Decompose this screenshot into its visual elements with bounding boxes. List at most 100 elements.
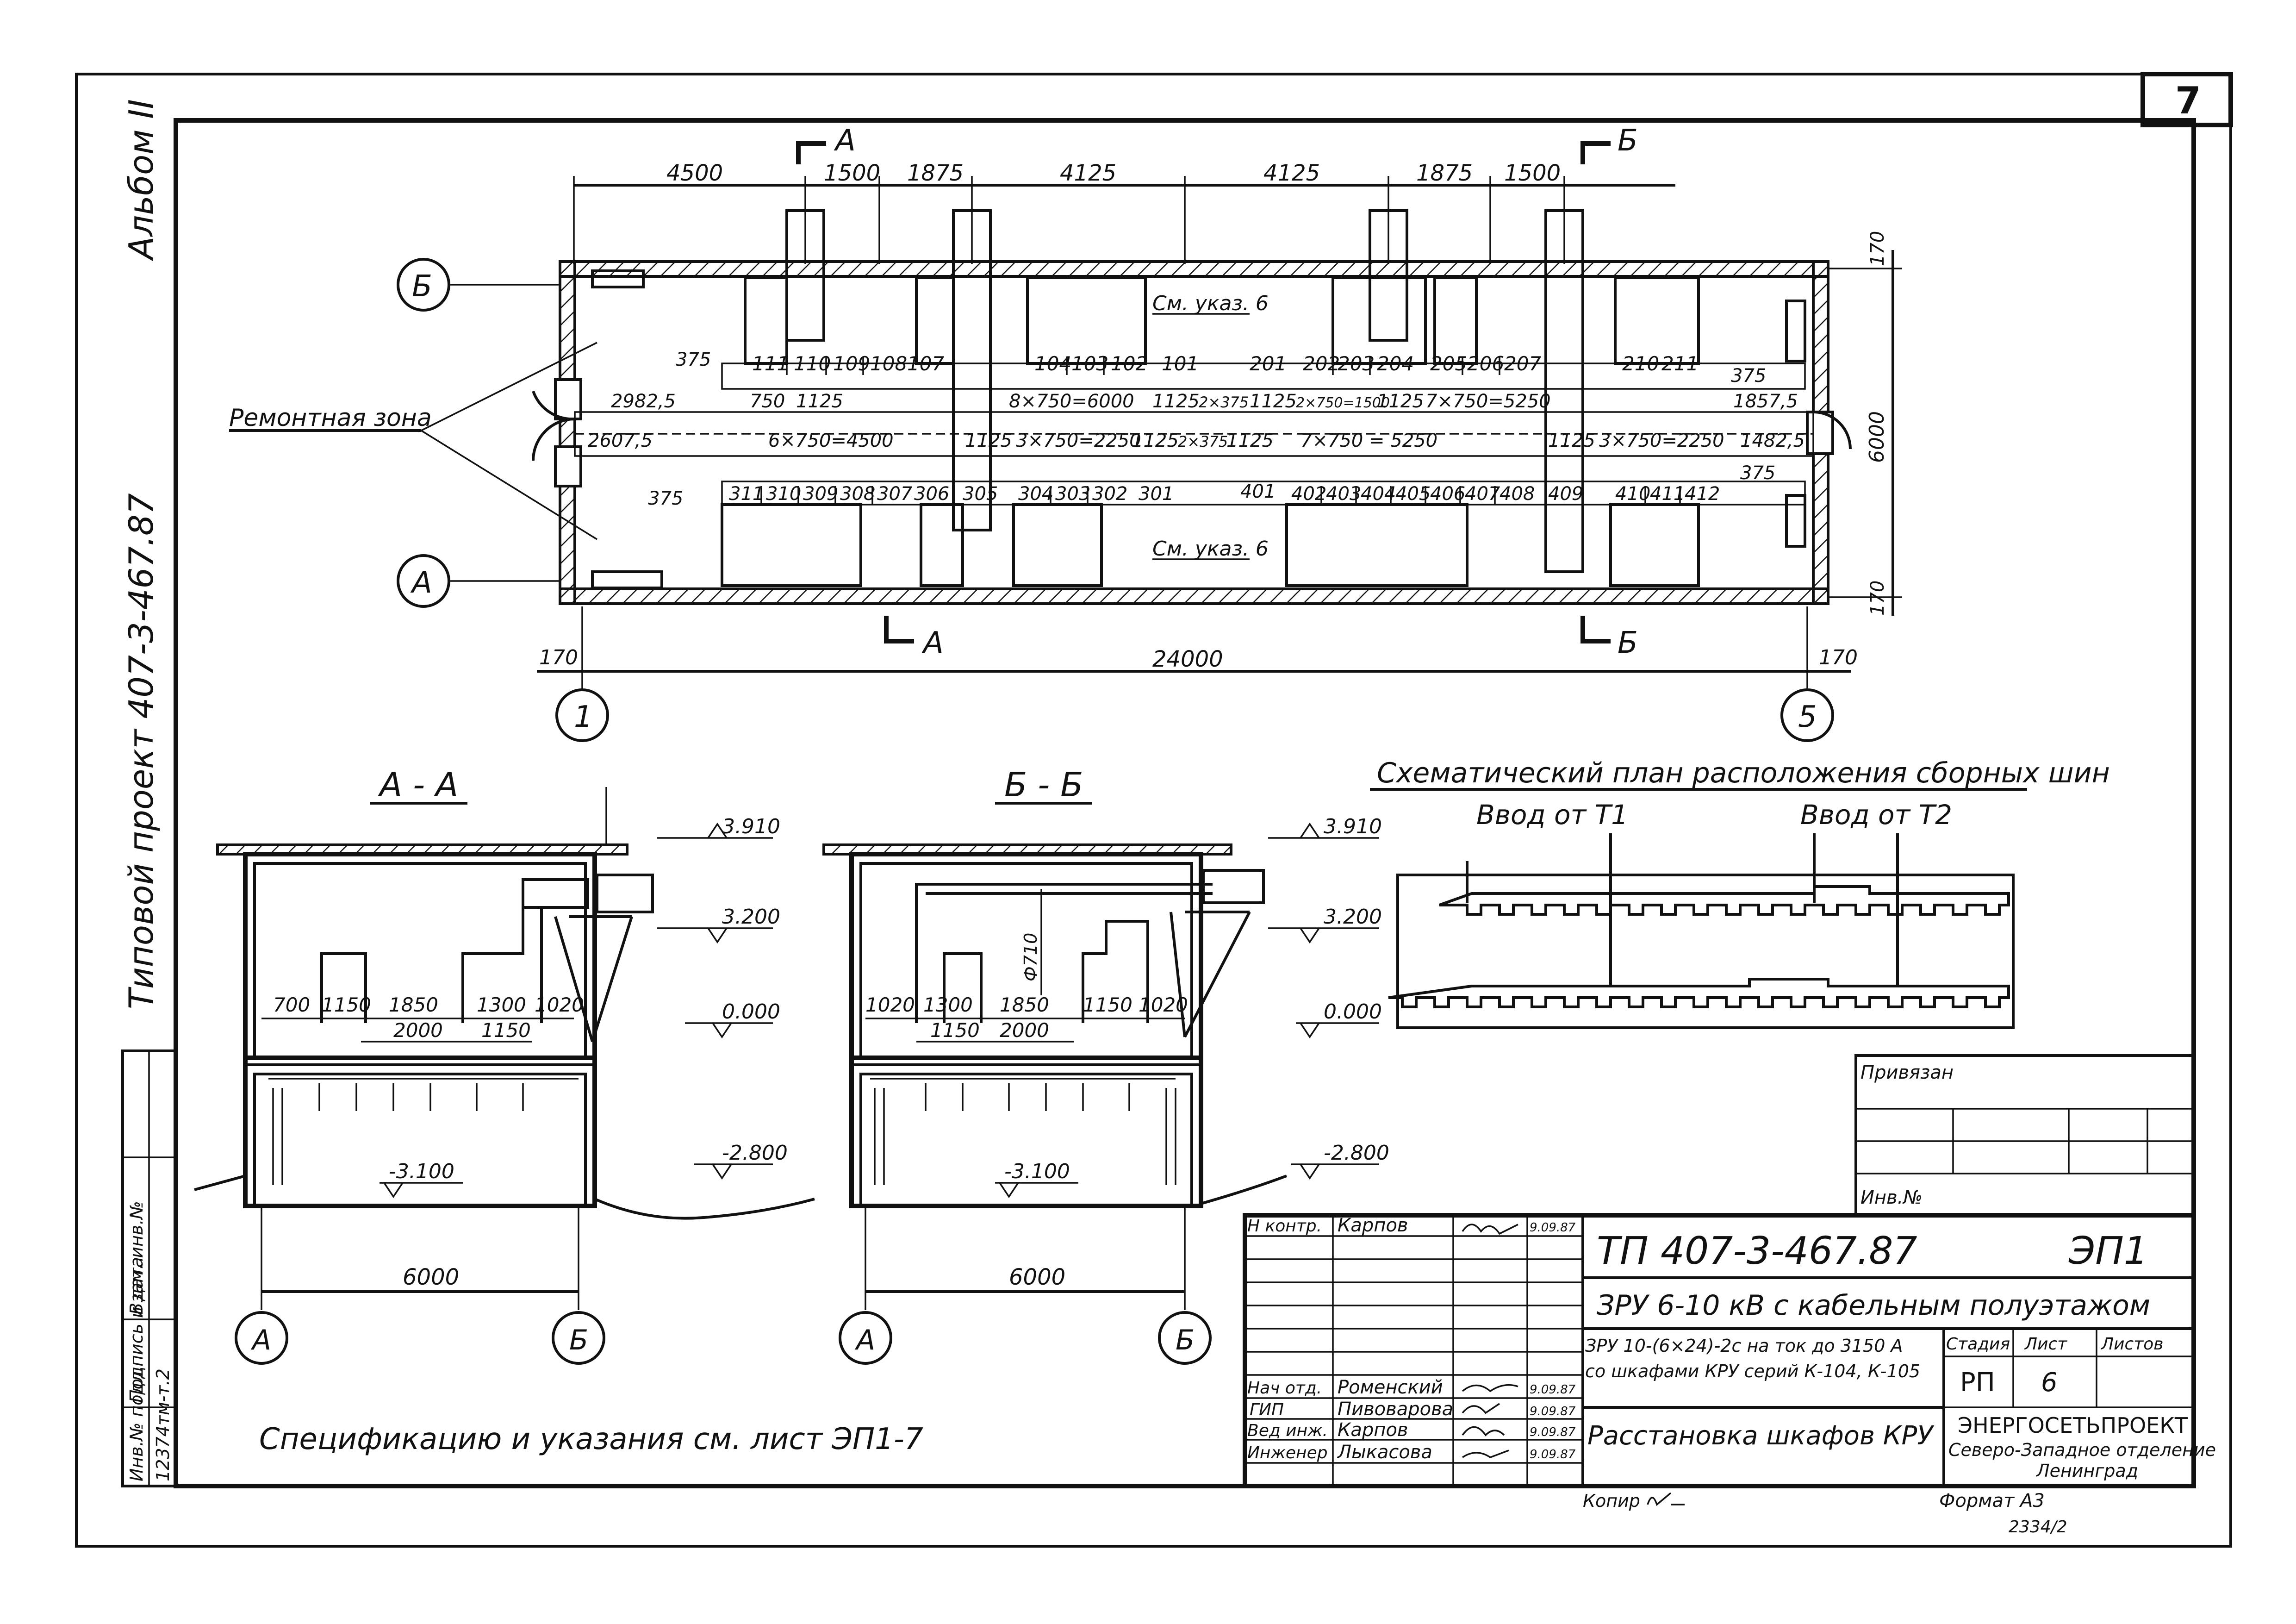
aa-dim-1020: 1020 xyxy=(535,993,584,1016)
row2-dim-3x750r: 3×750=2250 xyxy=(1599,430,1724,451)
name-vedinzh: Карпов xyxy=(1338,1419,1408,1441)
spec-note: Спецификацию и указания см. лист ЭП1-7 xyxy=(259,1422,923,1456)
repair-zone-label: Ремонтная зона xyxy=(229,404,432,432)
cab-308: 308 xyxy=(840,483,875,505)
bb-axis-right: Б xyxy=(1176,1324,1195,1356)
section-mark-a-bottom: А xyxy=(921,626,944,660)
row2-dim-3x750: 3×750=2250 xyxy=(1016,430,1141,451)
cab-108: 108 xyxy=(870,352,907,375)
top-dim-1500b: 1500 xyxy=(1504,160,1561,186)
bottom-dim-left: 170 xyxy=(539,646,578,669)
stamp-stage: РП xyxy=(1960,1368,1995,1398)
stamp-org2: Северо-Западное отделение xyxy=(1948,1440,2216,1460)
section-mark-a-top: А xyxy=(834,124,856,158)
strip-replace-label: Взам. инв.№ xyxy=(126,1201,147,1315)
cab-409: 409 xyxy=(1548,483,1583,505)
footer-format: Формат А3 xyxy=(1939,1490,2045,1512)
cab-412: 412 xyxy=(1685,483,1720,505)
cab-101: 101 xyxy=(1162,352,1199,375)
bottom-dim-total: 24000 xyxy=(1152,646,1223,672)
aa-axis-left-bubble xyxy=(235,1311,288,1365)
bb-level-m2800: -2.800 xyxy=(1324,1141,1389,1165)
name-inzhener: Лыкасова xyxy=(1337,1442,1432,1463)
right-dim-6000: 6000 xyxy=(1865,411,1889,463)
stamp-inv-no: Инв.№ xyxy=(1860,1187,1923,1208)
axis-label-5: 5 xyxy=(1798,700,1817,734)
busbar-input2: Ввод от Т2 xyxy=(1800,799,1952,831)
row1-dim-2982: 2982,5 xyxy=(611,391,676,412)
section-aa: А - А 7 xyxy=(194,765,815,1365)
aa-axis-right-bubble xyxy=(552,1311,605,1365)
cab-202: 202 xyxy=(1303,352,1340,375)
row1-dim-1125c: 1125 xyxy=(1250,391,1297,412)
cab-204: 204 xyxy=(1377,352,1414,375)
cab-206: 206 xyxy=(1467,352,1504,375)
cab-310: 310 xyxy=(766,483,801,505)
title-block: Привязан Инв.№ Н контр xyxy=(1243,1054,2216,1488)
stamp-code: ТП 407-3-467.87 xyxy=(1597,1229,1917,1273)
bb-axis-left-bubble xyxy=(839,1311,892,1365)
name-nachotd: Роменский xyxy=(1338,1377,1443,1398)
bb-dim-1020b: 1020 xyxy=(1139,993,1188,1016)
aa-level-m2800: -2.800 xyxy=(722,1141,788,1165)
row1-dim-7x750: 7×750=5250 xyxy=(1425,391,1551,412)
bb-dim-1020a: 1020 xyxy=(865,993,915,1016)
stamp-privyazan: Привязан xyxy=(1860,1062,1954,1083)
cab-301: 301 xyxy=(1139,483,1174,505)
row1-dim-1857: 1857,5 xyxy=(1733,391,1798,412)
row2-dim-2x375: 2×375 xyxy=(1178,433,1228,450)
floor-plan: 111 110 109 108 107 104 103 102 101 201 … xyxy=(229,124,1902,742)
wall-bottom xyxy=(559,587,1829,605)
aa-level-3910: 3.910 xyxy=(722,815,780,838)
wall-left xyxy=(559,260,576,605)
stamp-org1: ЭНЕРГОСЕТЬПРОЕКТ xyxy=(1958,1413,2188,1438)
row1-dim-375r: 375 xyxy=(1731,365,1766,387)
row2-dim-1482: 1482,5 xyxy=(1740,430,1805,451)
cab-102: 102 xyxy=(1111,352,1148,375)
bb-dim-2000: 2000 xyxy=(1000,1019,1049,1042)
aa-width: 6000 xyxy=(403,1264,459,1290)
cab-306: 306 xyxy=(914,483,949,505)
axis-label-1: 1 xyxy=(574,700,593,734)
footer-copied: Копир xyxy=(1583,1491,1640,1511)
strip-inv-label: Инв.№ подл. xyxy=(126,1366,147,1481)
row2-dim-375l: 375 xyxy=(648,488,683,509)
album-label: Альбом II xyxy=(122,99,161,261)
role-nkontr: Н контр. xyxy=(1247,1217,1322,1236)
stamp-org3: Ленинград xyxy=(2035,1461,2138,1481)
cab-309: 309 xyxy=(803,483,838,505)
stamp-stage-label: Стадия xyxy=(1946,1335,2010,1354)
stamp-mark: ЭП1 xyxy=(2068,1229,2148,1273)
wall-top xyxy=(559,260,1829,278)
bb-dim-1150b: 1150 xyxy=(930,1019,980,1042)
cab-307: 307 xyxy=(877,483,913,505)
row2-dim-1125c: 1125 xyxy=(1226,430,1274,451)
row2-dim-375r: 375 xyxy=(1740,462,1775,484)
busbar-scheme: Схематический план расположения сборных … xyxy=(1370,757,2110,1029)
row2-dim-1125b: 1125 xyxy=(1132,430,1179,451)
cab-203: 203 xyxy=(1338,352,1375,375)
strip-sign-label: Подпись и дата xyxy=(126,1257,147,1403)
upper-cabinet-row xyxy=(721,276,1806,390)
row1-dim-2x375: 2×375 xyxy=(1199,394,1249,411)
section-mark-b-bottom: Б xyxy=(1618,626,1638,660)
row1-dim-1125a: 1125 xyxy=(796,391,843,412)
sheet-number-box xyxy=(2140,72,2233,127)
row2-dim-1125d: 1125 xyxy=(1548,430,1595,451)
busbar-title: Схематический план расположения сборных … xyxy=(1377,757,2110,789)
busbar-lower xyxy=(1388,978,2010,1008)
top-dim-1875b: 1875 xyxy=(1416,160,1473,186)
cab-311: 311 xyxy=(729,483,764,505)
row1-dim-8x750: 8×750=6000 xyxy=(1009,391,1134,412)
cab-201: 201 xyxy=(1250,352,1287,375)
axis-bubble-5 xyxy=(1780,688,1834,742)
date-nkontr: 9.09.87 xyxy=(1530,1221,1576,1235)
top-dim-1875a: 1875 xyxy=(907,160,964,186)
bb-level-m3100: -3.100 xyxy=(1004,1160,1070,1183)
bb-level-3910: 3.910 xyxy=(1324,815,1382,838)
stamp-sheet-no: 6 xyxy=(2041,1368,2058,1398)
row1-dim-375: 375 xyxy=(676,349,711,370)
bb-width: 6000 xyxy=(1009,1264,1065,1290)
aa-dim-1150b: 1150 xyxy=(481,1019,531,1042)
